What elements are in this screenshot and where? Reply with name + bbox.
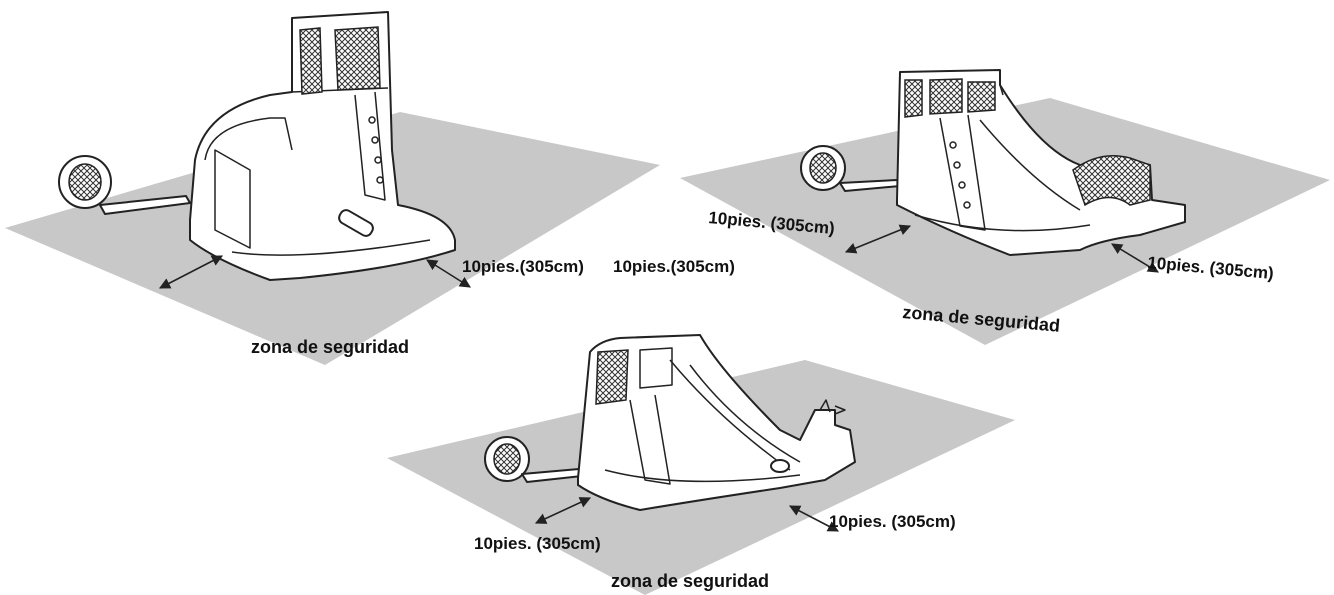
inflatable-slide-2 (896, 69, 1186, 256)
inflatable-slide-3 (577, 334, 856, 511)
dimension-label-3b: 10pies. (305cm) (829, 512, 956, 531)
dimension-arrow-1a (159, 255, 223, 289)
dimension-label-2b: 10pies. (305cm) (1147, 253, 1275, 283)
dimension-arrow-2a (844, 224, 912, 254)
dimension-arrow-2b (1111, 243, 1159, 273)
dimension-arrow-3b (789, 505, 839, 532)
zone-label-3: zona de seguridad (611, 571, 769, 591)
dimension-label-3a: 10pies. (305cm) (474, 534, 601, 553)
zone-label-1: zona de seguridad (251, 337, 409, 357)
dimension-label-1a: 10pies.(305cm) (462, 257, 584, 276)
diagram-2: 10pies. (305cm) 10pies. (305cm) zona de … (680, 69, 1330, 345)
diagram-1: 10pies.(305cm) 10pies.(305cm) zona de se… (5, 11, 735, 365)
dimension-arrow-1b (426, 259, 471, 288)
air-blower-3 (484, 436, 583, 483)
air-blower-1 (58, 155, 191, 215)
diagram-3: 10pies. (305cm) 10pies. (305cm) zona de … (387, 334, 1015, 595)
dimension-label-1b: 10pies.(305cm) (613, 257, 735, 276)
dimension-arrow-3a (534, 497, 592, 524)
inflatable-slide-1 (189, 11, 456, 281)
air-blower-2 (800, 145, 901, 192)
